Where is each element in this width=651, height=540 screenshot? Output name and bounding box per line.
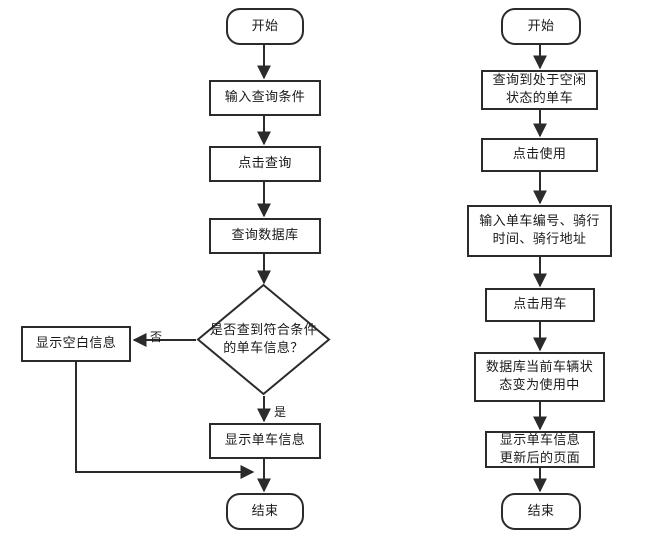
node-left-end[interactable]: 结束 xyxy=(226,493,304,530)
node-right-click-use[interactable]: 点击使用 xyxy=(481,138,598,172)
node-left-show-bike-info[interactable]: 显示单车信息 xyxy=(209,423,321,459)
edge-label-no: 否 xyxy=(150,330,163,344)
diamond-shape xyxy=(196,283,331,396)
node-left-start[interactable]: 开始 xyxy=(226,8,304,45)
edge-label-yes: 是 xyxy=(274,405,287,419)
node-left-query-database[interactable]: 查询数据库 xyxy=(209,218,321,254)
node-right-query-idle-bikes[interactable]: 查询到处于空闲 状态的单车 xyxy=(481,70,598,110)
node-left-decision-label: 是否查到符合条件 的单车信息？ xyxy=(209,322,318,356)
node-left-show-empty-info[interactable]: 显示空白信息 xyxy=(21,326,131,362)
node-right-input-bike-details[interactable]: 输入单车编号、骑行 时间、骑行地址 xyxy=(467,205,612,257)
node-right-click-ride[interactable]: 点击用车 xyxy=(485,288,595,322)
node-right-end[interactable]: 结束 xyxy=(501,493,581,530)
node-right-database-status-in-use[interactable]: 数据库当前车辆状 态变为使用中 xyxy=(474,352,605,402)
edge-l6-merge xyxy=(75,362,255,479)
node-left-input-query-conditions[interactable]: 输入查询条件 xyxy=(209,80,321,116)
node-right-start[interactable]: 开始 xyxy=(501,8,581,45)
node-right-show-updated-bike-info[interactable]: 显示单车信息 更新后的页面 xyxy=(485,431,595,468)
node-left-click-query[interactable]: 点击查询 xyxy=(209,146,321,182)
node-left-decision-found-bike-info[interactable]: 是否查到符合条件 的单车信息？ xyxy=(196,283,331,396)
